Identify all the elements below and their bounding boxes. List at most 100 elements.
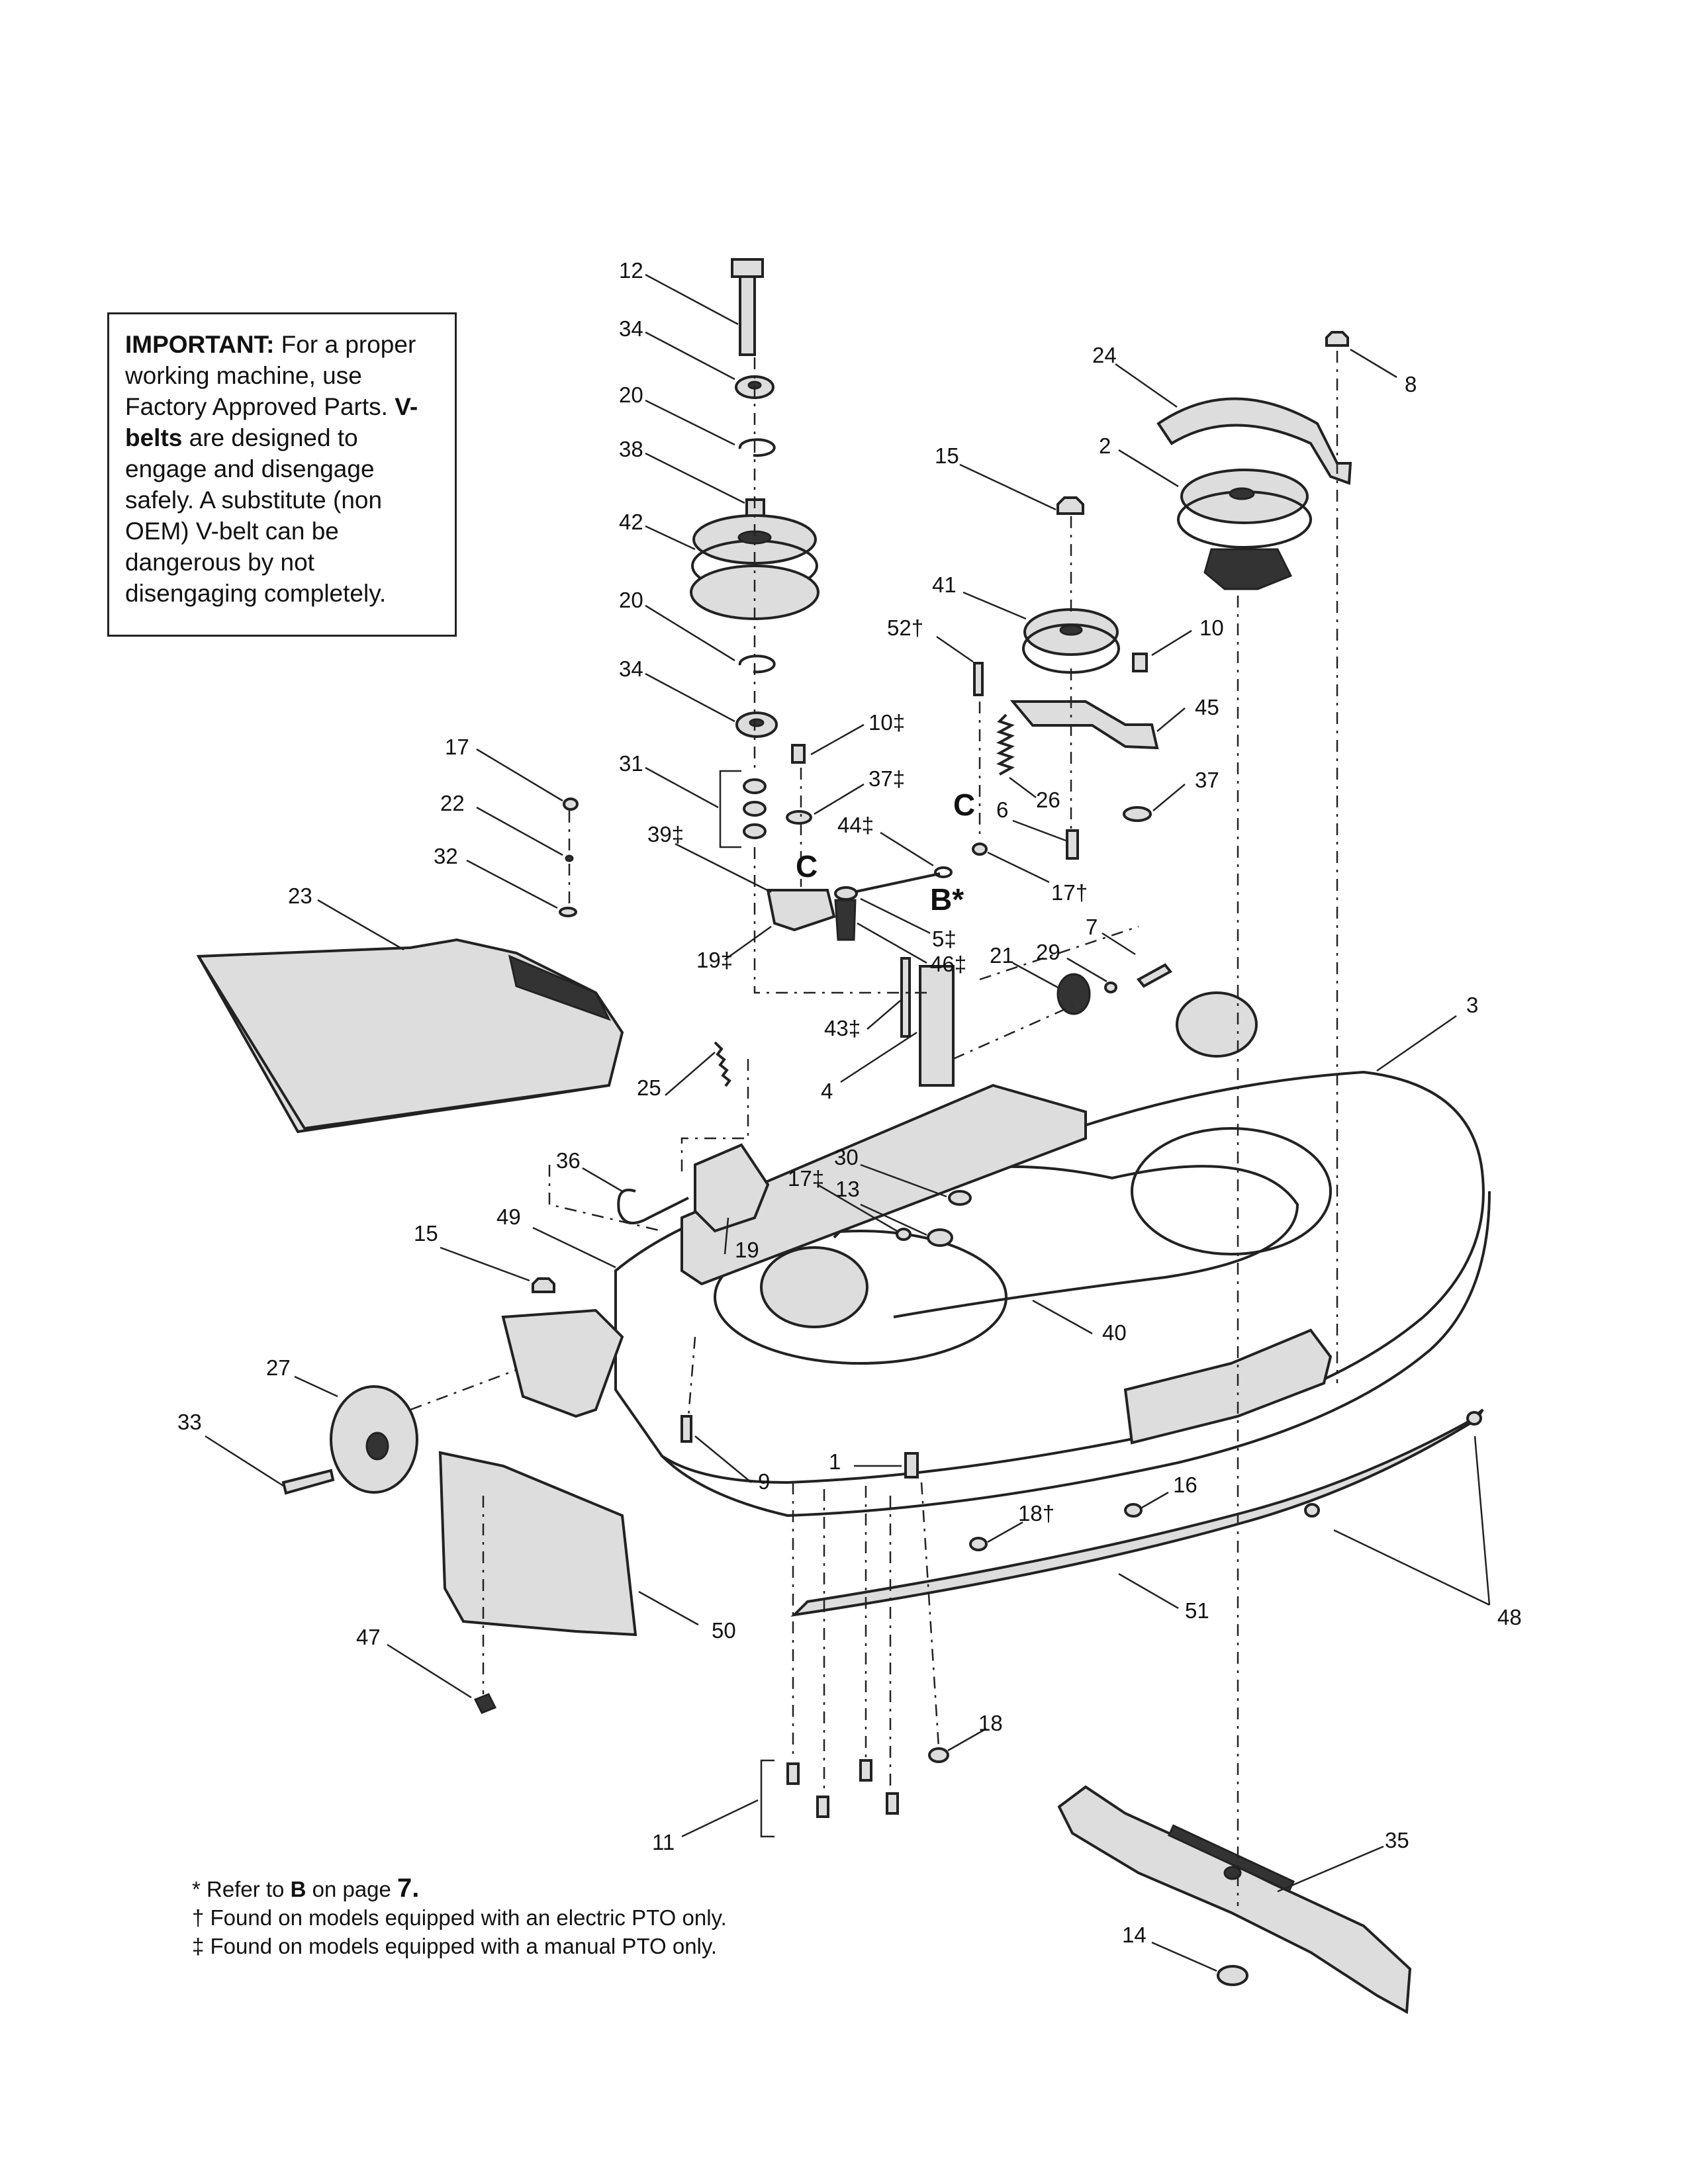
footnotes: * Refer to B on page 7. † Found on model… <box>192 1874 727 1960</box>
callout-20: 20 <box>619 588 643 612</box>
leader-2 <box>1118 449 1179 488</box>
leader-26 <box>1009 777 1037 798</box>
leader-41 <box>962 591 1027 620</box>
callout-49: 49 <box>496 1205 521 1229</box>
belt-cover-24 <box>1156 397 1352 485</box>
leader-52 <box>936 635 974 663</box>
blade-35 <box>1057 1785 1412 2015</box>
leader-40 <box>1032 1299 1093 1335</box>
callout-19: 19 <box>735 1238 759 1262</box>
washer-22 <box>565 854 574 862</box>
callout-32: 32 <box>434 844 458 868</box>
pulley-21 <box>1056 973 1091 1015</box>
nut-17-dagger <box>972 842 988 856</box>
blade-35-center <box>1223 1866 1242 1880</box>
idler-arm-45 <box>1009 700 1159 750</box>
leader-50 <box>638 1590 699 1626</box>
notice-important-label: IMPORTANT: <box>125 331 275 358</box>
callout-37: 37 <box>1195 768 1219 792</box>
blade-housing-right <box>1131 1127 1332 1255</box>
spacer-31c <box>743 823 767 839</box>
callout-40: 40 <box>1102 1320 1127 1345</box>
leader-15left <box>440 1246 530 1282</box>
leader-17left <box>476 748 563 802</box>
pto-bracket-parts <box>766 744 1173 1038</box>
deck-shell-3-rim <box>661 1191 1491 1518</box>
leader-7 <box>1102 932 1136 956</box>
leader-10dbl <box>810 723 865 756</box>
leader-47 <box>387 1643 472 1699</box>
callout-43-manual: 43‡ <box>824 1016 861 1040</box>
nut-48-right <box>1466 1411 1482 1426</box>
callout-48: 48 <box>1497 1605 1522 1629</box>
callout-23: 23 <box>288 884 312 908</box>
callout-15: 15 <box>935 443 959 468</box>
front-bracket <box>1123 1328 1333 1445</box>
bolt-11b <box>816 1796 829 1818</box>
callout-21: 21 <box>990 943 1014 968</box>
leader-42 <box>645 525 696 551</box>
lower-baffle-assembly <box>760 1408 1484 1838</box>
leader-38 <box>645 452 745 504</box>
callout-30: 30 <box>834 1145 859 1169</box>
spring-26 <box>996 713 1015 776</box>
bolt-10-right <box>1132 653 1148 672</box>
callout-18-electric: 18† <box>1018 1501 1055 1525</box>
callout-24: 24 <box>1092 343 1117 367</box>
callout-2: 2 <box>1099 433 1111 458</box>
leader-39 <box>675 842 772 893</box>
leader-5 <box>860 897 931 934</box>
callout-29: 29 <box>1036 940 1060 964</box>
bolt-11a <box>786 1762 800 1785</box>
discharge-chute-assembly <box>196 797 624 1134</box>
leader-3 <box>1376 1015 1457 1072</box>
clip-47 <box>473 1693 497 1714</box>
callout-34: 34 <box>619 316 643 341</box>
leader-33 <box>205 1435 284 1487</box>
callout-36: 36 <box>556 1148 581 1173</box>
idler-pulley-41-hub <box>1059 624 1083 636</box>
callout-14: 14 <box>1122 1923 1147 1947</box>
centerline-pto <box>753 702 981 994</box>
callout-25: 25 <box>637 1075 661 1100</box>
leader-31 <box>645 766 719 809</box>
rod-44-end <box>934 866 953 878</box>
footnote-refer-b: B <box>290 1877 306 1901</box>
leader-10 <box>1151 629 1192 657</box>
bolt-1 <box>904 1452 919 1479</box>
leader-19dbl <box>724 925 772 961</box>
leader-44 <box>880 831 934 867</box>
notice-text-2: are designed to engage and disengage saf… <box>125 424 387 607</box>
leader-34a <box>645 331 735 381</box>
leader-17dblb <box>817 1183 898 1232</box>
leader-32 <box>466 859 558 909</box>
view-letter-c-right: C <box>953 788 975 822</box>
view-reference-letters: C C B* <box>796 788 975 917</box>
view-letter-b-star: B* <box>930 882 964 917</box>
leader-lines <box>205 273 1491 1972</box>
nut-15-left <box>532 1277 555 1293</box>
bolt-7 <box>1136 963 1173 988</box>
callout-52-electric: 52† <box>887 615 923 640</box>
callout-4: 4 <box>821 1079 833 1103</box>
nut-48-left <box>1304 1503 1320 1518</box>
callout-10-manual: 10‡ <box>868 710 905 735</box>
callout-50: 50 <box>712 1618 736 1643</box>
leader-29 <box>1066 957 1107 983</box>
bracket-11 <box>760 1759 774 1838</box>
pulley-2-hub <box>1229 487 1255 500</box>
blade-nut-14 <box>1217 1965 1248 1986</box>
callout-22: 22 <box>440 791 465 815</box>
nut-17-dbl-deck <box>896 1228 912 1241</box>
leader-20a <box>645 399 735 446</box>
bracket-31 <box>719 770 741 848</box>
callout-9: 9 <box>758 1469 770 1494</box>
leader-24 <box>1115 363 1178 408</box>
spring-25 <box>714 1041 731 1087</box>
leader-20b <box>645 604 735 662</box>
leader-30 <box>860 1163 947 1198</box>
spacer-31a <box>743 778 767 794</box>
leader-43 <box>867 1000 901 1030</box>
leader-4 <box>840 1031 917 1083</box>
callout-35: 35 <box>1385 1828 1409 1852</box>
